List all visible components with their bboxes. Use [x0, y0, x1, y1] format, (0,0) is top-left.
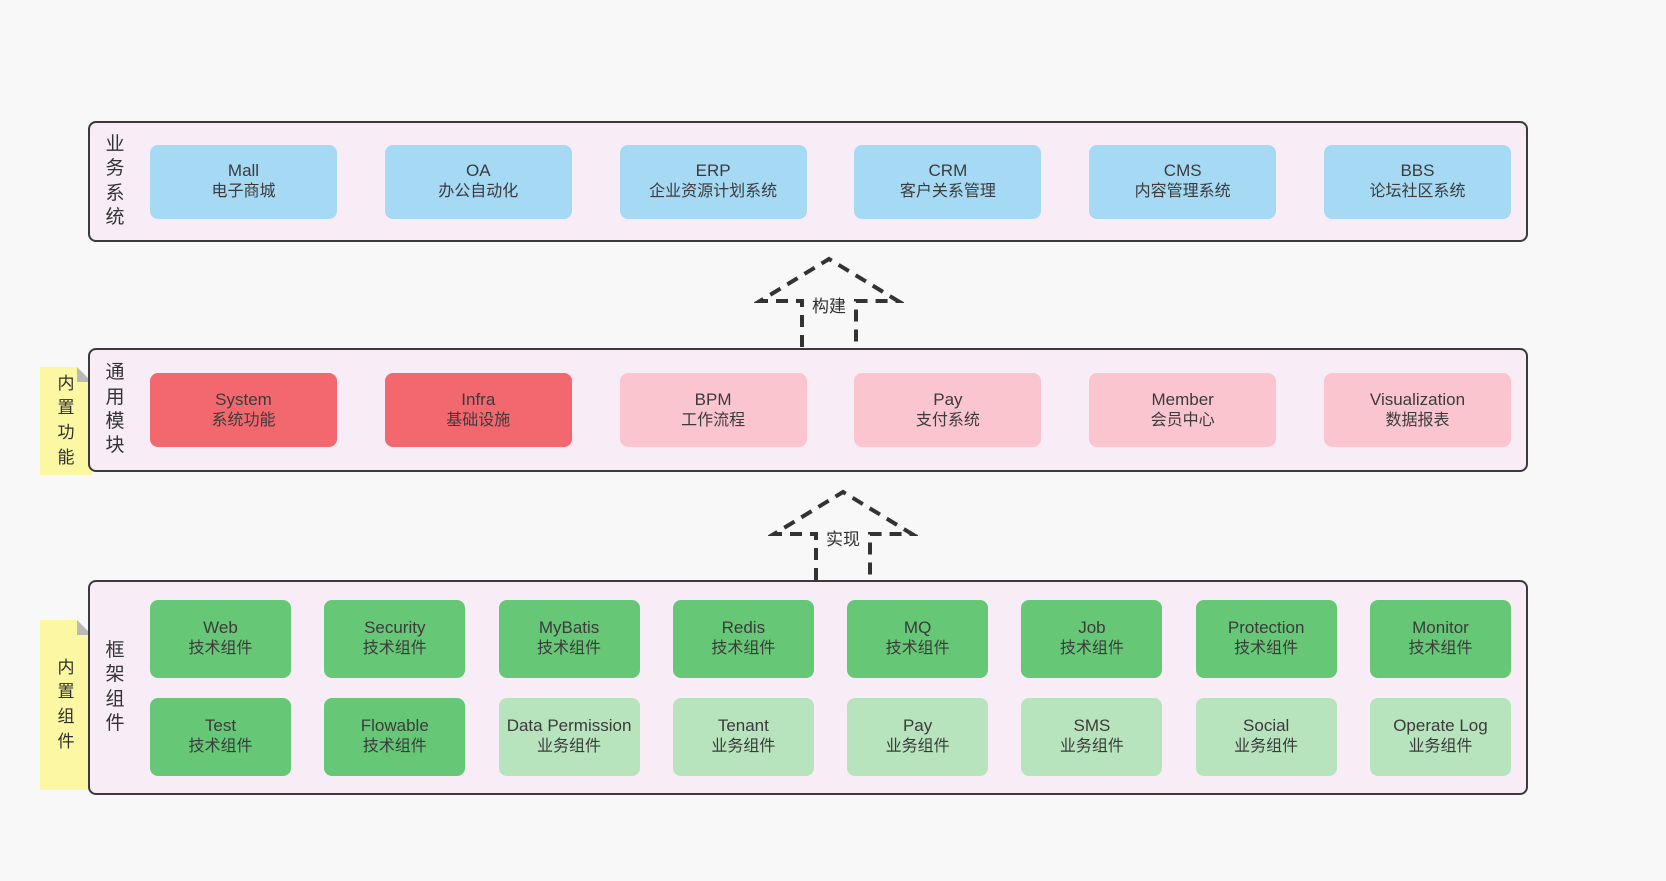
arrow-up-icon [768, 489, 918, 580]
node-sms: SMS 业务组件 [1021, 697, 1163, 776]
node-oa: OA 办公自动化 [384, 144, 572, 219]
arrow-label: 构建 [808, 291, 850, 318]
node-operate-log: Operate Log 业务组件 [1369, 697, 1511, 776]
sticky-tab-built-in-features: 内置功能 [40, 367, 92, 475]
node-pay-component: Pay 业务组件 [847, 697, 989, 776]
sticky-tab-label: 内置组件 [57, 657, 75, 751]
sticky-tab-built-in-components: 内置组件 [40, 620, 92, 790]
node-system: System 系统功能 [150, 373, 337, 447]
node-mq: MQ 技术组件 [847, 599, 989, 678]
node-bpm: BPM 工作流程 [619, 373, 807, 447]
arrow-implement: 实现 [768, 488, 918, 580]
band-row-1: Web 技术组件 Security 技术组件 MyBatis 技术组件 Redi… [150, 599, 1511, 678]
node-pay: Pay 支付系统 [854, 373, 1042, 447]
node-infra: Infra 基础设施 [384, 373, 572, 447]
node-job: Job 技术组件 [1021, 599, 1163, 678]
node-security: Security 技术组件 [324, 599, 466, 678]
node-crm: CRM 客户关系管理 [854, 144, 1042, 219]
node-bbs: BBS 论坛社区系统 [1323, 144, 1511, 219]
band-label: 框架组件 [105, 639, 125, 734]
node-visualization: Visualization 数据报表 [1323, 373, 1511, 447]
arrow-label: 实现 [822, 524, 864, 551]
arrow-build: 构建 [754, 255, 904, 347]
node-mall: Mall 电子商城 [150, 144, 337, 219]
band-row-2: Test 技术组件 Flowable 技术组件 Data Permission … [150, 697, 1511, 776]
node-protection: Protection 技术组件 [1195, 599, 1337, 678]
band-business-systems: 业务系统 Mall 电子商城 OA 办公自动化 ERP 企业资源计划系统 CRM… [88, 121, 1528, 242]
node-flowable: Flowable 技术组件 [324, 697, 466, 776]
node-redis: Redis 技术组件 [672, 599, 814, 678]
node-test: Test 技术组件 [150, 697, 291, 776]
sticky-tab-label: 内置功能 [57, 373, 75, 467]
band-common-modules: 通用模块 System 系统功能 Infra 基础设施 BPM 工作流程 Pay… [88, 348, 1528, 472]
band-label: 通用模块 [105, 362, 125, 457]
node-social: Social 业务组件 [1195, 697, 1337, 776]
node-tenant: Tenant 业务组件 [672, 697, 814, 776]
band-framework-components: 框架组件 Web 技术组件 Security 技术组件 MyBatis 技术组件… [88, 580, 1528, 795]
band-boxes: Mall 电子商城 OA 办公自动化 ERP 企业资源计划系统 CRM 客户关系… [150, 144, 1526, 219]
node-erp: ERP 企业资源计划系统 [619, 144, 807, 219]
node-monitor: Monitor 技术组件 [1369, 599, 1511, 678]
node-data-permission: Data Permission 业务组件 [498, 697, 640, 776]
node-member: Member 会员中心 [1089, 373, 1277, 447]
arrow-up-icon [754, 256, 904, 347]
band-label: 业务系统 [105, 133, 125, 228]
node-web: Web 技术组件 [150, 599, 291, 678]
band-rows: Web 技术组件 Security 技术组件 MyBatis 技术组件 Redi… [150, 599, 1526, 776]
node-cms: CMS 内容管理系统 [1089, 144, 1277, 219]
node-mybatis: MyBatis 技术组件 [498, 599, 640, 678]
band-boxes: System 系统功能 Infra 基础设施 BPM 工作流程 Pay 支付系统… [150, 373, 1526, 447]
